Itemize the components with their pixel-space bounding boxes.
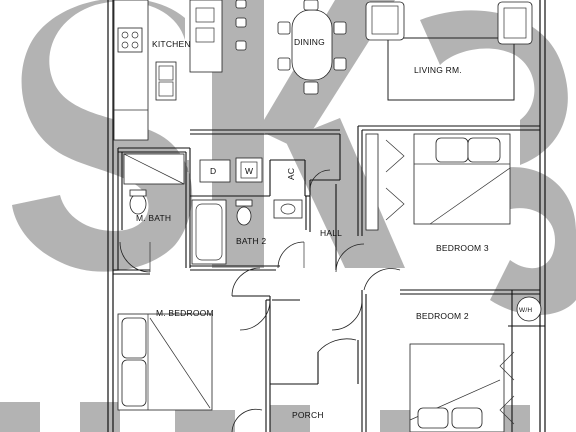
watermark-bottom-1: [0, 402, 40, 432]
watermark-letter-k-leg: [285, 118, 405, 268]
stove: [117, 27, 143, 53]
laundry-area: D W AC: [187, 157, 296, 183]
doors: [119, 169, 401, 432]
bath-2: BATH 2: [191, 199, 303, 265]
bedroom-2: BEDROOM 2 W/H: [409, 296, 542, 432]
living-rug: [387, 37, 515, 101]
porch-label: PORCH: [292, 410, 324, 420]
master-bedroom-label: M. BEDROOM: [156, 308, 214, 318]
bedroom-3: BEDROOM 3: [365, 133, 511, 253]
armchair-left: [365, 1, 405, 41]
walk-in-marker: [516, 296, 542, 322]
dining-label: DINING: [294, 37, 325, 47]
bathtub: [191, 199, 227, 265]
armchair-right: [497, 1, 533, 45]
bedroom3-closet: [365, 133, 379, 231]
porch: PORCH: [292, 410, 324, 420]
watermark-bottom-3: [175, 410, 235, 432]
watermark-bottom-4: [270, 405, 310, 432]
hall-label: HALL: [320, 228, 342, 238]
dining-area: DINING: [277, 0, 347, 95]
toilet: [129, 193, 147, 215]
dryer: [199, 159, 231, 183]
hall: HALL: [320, 228, 342, 238]
living-area: LIVING RM.: [365, 1, 533, 101]
walk-in-label: W/H: [519, 307, 532, 314]
kitchen-area: KITCHEN: [113, 0, 247, 141]
bedroom3-label: BEDROOM 3: [436, 243, 489, 253]
ac-label: AC: [286, 168, 296, 180]
master-bath: M. BATH: [123, 153, 185, 223]
bedroom2-label: BEDROOM 2: [416, 311, 469, 321]
washer-label: W: [245, 166, 253, 176]
watermark-letter-s: [12, 0, 193, 272]
kitchen-island: [189, 0, 223, 73]
bath2-vanity: [273, 199, 303, 219]
living-label: LIVING RM.: [414, 65, 462, 75]
master-bedroom: M. BEDROOM: [117, 308, 214, 411]
master-bath-label: M. BATH: [136, 213, 171, 223]
exterior-walls: [107, 0, 546, 432]
kitchen-label: KITCHEN: [152, 39, 191, 49]
bath2-label: BATH 2: [236, 236, 266, 246]
dryer-label: D: [210, 166, 216, 176]
interior-walls: [113, 125, 545, 432]
bath2-toilet: [236, 206, 252, 226]
kitchen-sink: [155, 61, 177, 101]
watermark-bottom-2: [80, 402, 120, 432]
